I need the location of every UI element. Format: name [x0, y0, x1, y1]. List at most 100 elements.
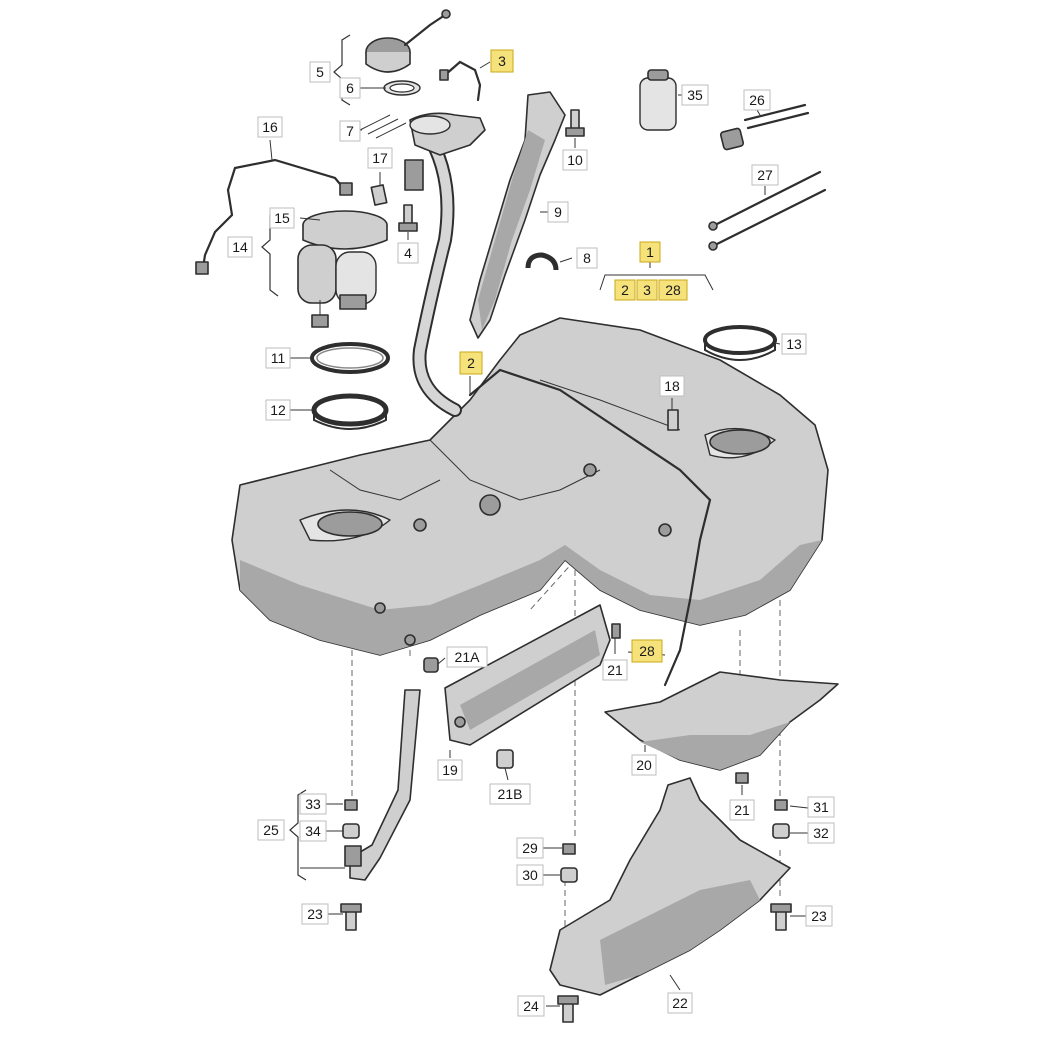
hose-clamp-8	[525, 252, 559, 271]
svg-text:21A: 21A	[455, 649, 481, 665]
heat-shield-22	[549, 777, 791, 996]
callout-27: 27	[751, 164, 779, 186]
svg-text:11: 11	[271, 350, 286, 366]
svg-text:14: 14	[232, 239, 248, 255]
callout-4: 4	[397, 242, 419, 264]
callout-15: 15	[269, 207, 295, 229]
fuel-line-16	[195, 158, 353, 275]
filler-neck	[409, 112, 486, 417]
svg-text:4: 4	[404, 245, 412, 261]
callout-31: 31	[807, 796, 835, 818]
callout-21A: 21A	[446, 646, 488, 668]
svg-text:26: 26	[749, 92, 765, 108]
svg-text:32: 32	[813, 825, 829, 841]
svg-text:2: 2	[621, 282, 629, 298]
callout-3-group: 3	[636, 279, 658, 301]
bracket-19	[444, 604, 611, 746]
callout-5: 5	[309, 61, 331, 83]
tank-strap	[344, 689, 421, 881]
svg-text:10: 10	[567, 152, 583, 168]
callout-2-group: 2	[614, 279, 636, 301]
fasteners-lower	[340, 623, 792, 1023]
leader-lines	[261, 34, 809, 1007]
svg-text:19: 19	[442, 762, 458, 778]
svg-text:7: 7	[346, 123, 354, 139]
svg-text:24: 24	[523, 998, 539, 1014]
heat-shield-9	[469, 91, 566, 339]
svg-text:17: 17	[372, 150, 388, 166]
callout-28-breather-line: 28	[631, 639, 663, 663]
svg-text:8: 8	[583, 250, 591, 266]
svg-text:18: 18	[664, 378, 680, 394]
callout-25: 25	[257, 819, 285, 841]
svg-text:15: 15	[274, 210, 290, 226]
callout-26: 26	[743, 89, 771, 111]
bolts-upper	[370, 109, 679, 431]
callout-14: 14	[227, 236, 253, 258]
svg-text:21: 21	[734, 802, 750, 818]
heat-shield-20	[604, 671, 839, 771]
callout-18: 18	[659, 375, 685, 397]
callout-12: 12	[265, 399, 291, 421]
filter-canister-35	[639, 69, 677, 131]
callout-3-vent-hose: 3	[490, 49, 514, 73]
fuel-tank	[231, 317, 829, 687]
callout-30: 30	[516, 864, 544, 886]
callout-35: 35	[681, 84, 709, 106]
callout-9: 9	[547, 201, 569, 223]
callout-32: 32	[807, 822, 835, 844]
callout-23-right: 23	[805, 905, 833, 927]
callout-19: 19	[437, 759, 463, 781]
callout-21-bracket: 21	[602, 659, 628, 681]
cable-ties	[708, 103, 827, 251]
callout-21B: 21B	[489, 783, 531, 805]
clips-7	[359, 114, 407, 139]
callout-29: 29	[516, 837, 544, 859]
svg-text:28: 28	[639, 643, 655, 659]
svg-text:22: 22	[672, 995, 688, 1011]
svg-text:21: 21	[607, 662, 623, 678]
svg-text:1: 1	[646, 244, 654, 260]
callout-10: 10	[562, 149, 588, 171]
callout-24: 24	[517, 995, 545, 1017]
callout-20: 20	[631, 754, 657, 776]
svg-text:28: 28	[665, 282, 681, 298]
callout-22: 22	[667, 992, 693, 1014]
svg-text:9: 9	[554, 204, 562, 220]
callout-33: 33	[299, 793, 327, 815]
callout-28-group: 28	[658, 279, 688, 301]
callout-23-left: 23	[301, 903, 329, 925]
callout-16: 16	[257, 116, 283, 138]
svg-text:13: 13	[786, 336, 802, 352]
callout-13: 13	[781, 333, 807, 355]
svg-text:29: 29	[522, 840, 538, 856]
callout-6: 6	[339, 77, 361, 99]
svg-text:35: 35	[687, 87, 703, 103]
callout-8: 8	[576, 247, 598, 269]
vent-hose-3	[439, 60, 482, 102]
svg-text:3: 3	[498, 53, 506, 69]
svg-text:31: 31	[813, 799, 829, 815]
svg-text:34: 34	[305, 823, 321, 839]
svg-text:6: 6	[346, 80, 354, 96]
svg-text:16: 16	[262, 119, 278, 135]
callout-1: 1	[639, 241, 661, 263]
svg-text:25: 25	[263, 822, 279, 838]
svg-text:27: 27	[757, 167, 773, 183]
svg-text:33: 33	[305, 796, 321, 812]
svg-text:30: 30	[522, 867, 538, 883]
callout-17: 17	[367, 147, 393, 169]
callout-11: 11	[265, 347, 291, 369]
callout-2-filler-line: 2	[459, 351, 483, 375]
svg-text:2: 2	[467, 355, 475, 371]
callout-labels: 1 2 3 28 3 2 28 4 5 6 7 8 9 10 11 12 13 …	[227, 49, 835, 1017]
svg-text:5: 5	[316, 64, 324, 80]
svg-text:21B: 21B	[498, 786, 523, 802]
callout-34: 34	[299, 820, 327, 842]
fuel-pump-module	[297, 210, 388, 328]
svg-text:23: 23	[307, 906, 323, 922]
fuel-cap-assembly	[365, 9, 451, 96]
callout-21-shield: 21	[729, 799, 755, 821]
